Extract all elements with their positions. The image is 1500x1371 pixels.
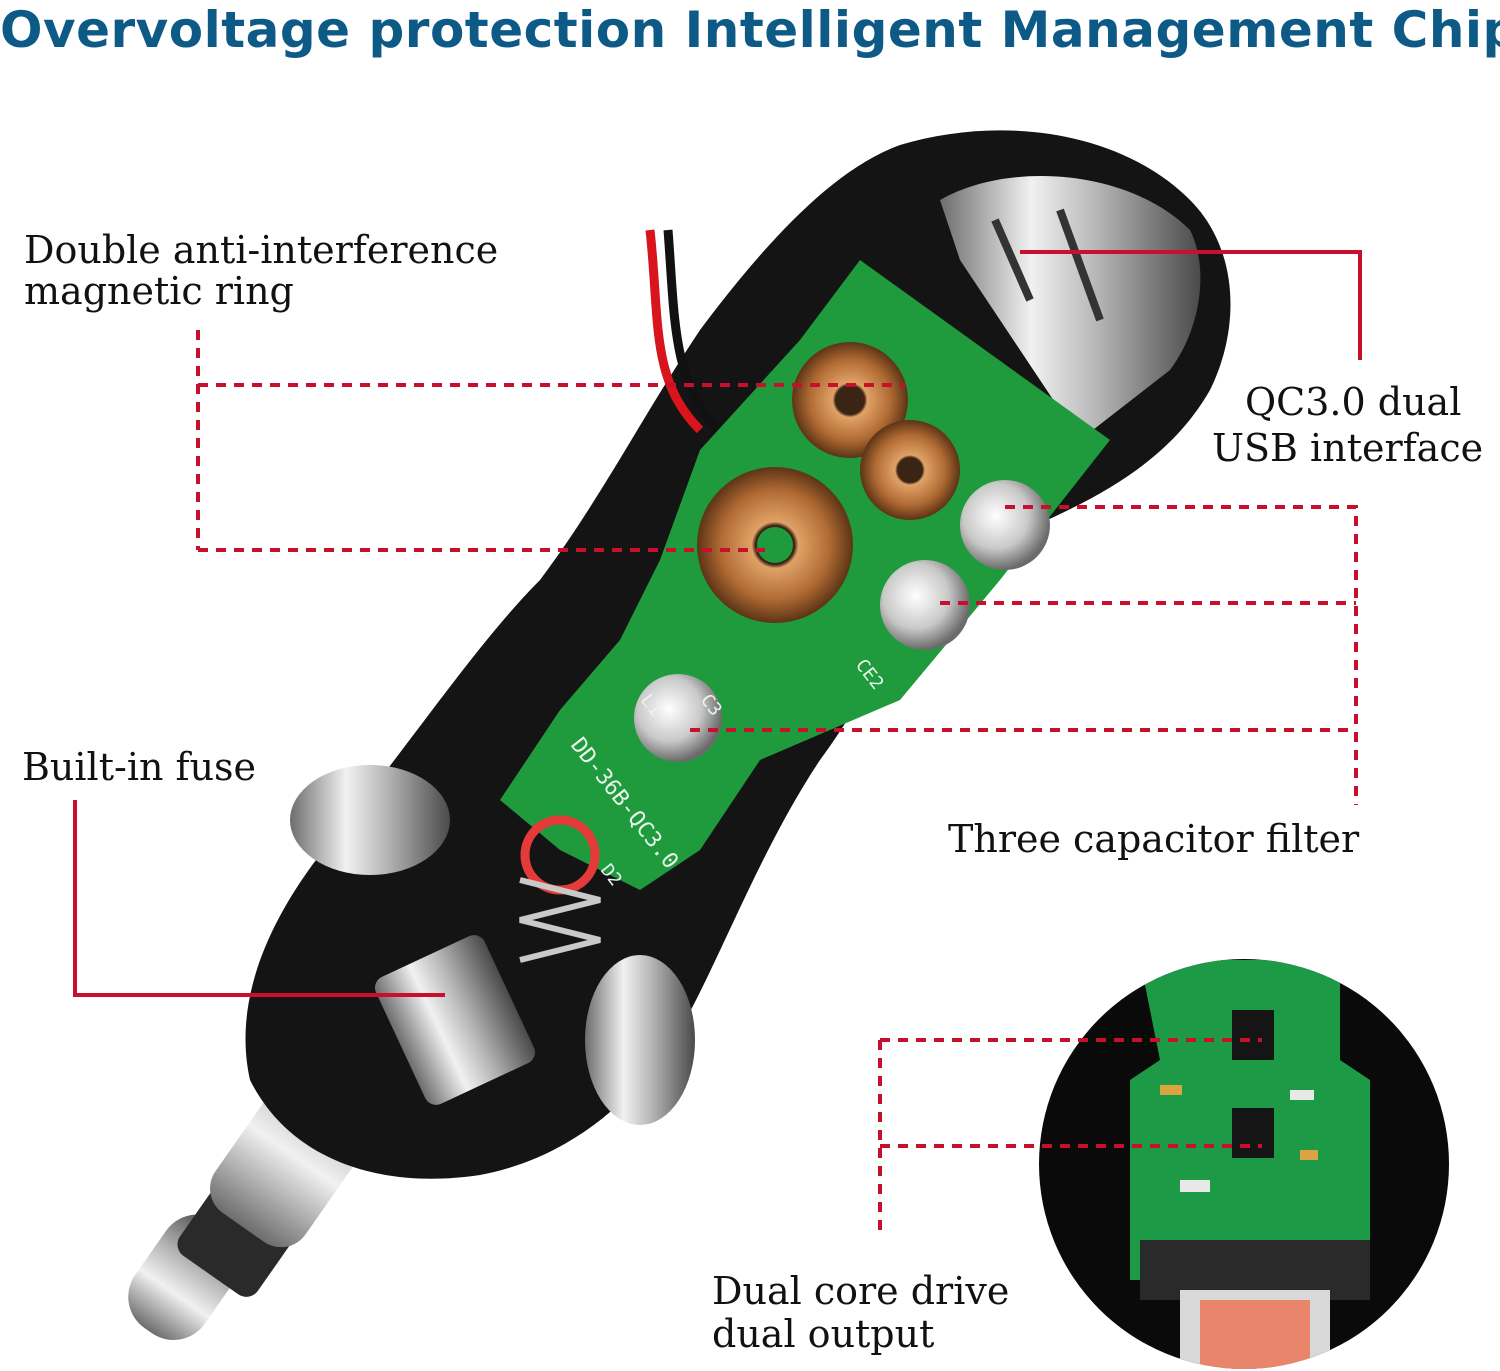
pcb-board: DD-36B-QC3.0 L1 CE2 D2 C3 bbox=[374, 260, 1110, 1105]
closeup-circle bbox=[1039, 959, 1449, 1369]
glass-fuse bbox=[374, 935, 536, 1105]
black-wire bbox=[663, 229, 722, 434]
usb-label-line1: QC3.0 dual bbox=[1245, 380, 1462, 424]
chip-1 bbox=[1232, 1010, 1274, 1060]
side-contact-left bbox=[290, 765, 450, 875]
usb-label-line2: USB interface bbox=[1212, 426, 1484, 470]
capacitor-label: Three capacitor filter bbox=[948, 817, 1360, 861]
dual-core-label-line1: Dual core drive bbox=[712, 1269, 1010, 1313]
callout-lines bbox=[73, 250, 1362, 1230]
magnetic-ring-label-line2: magnetic ring bbox=[24, 269, 294, 313]
fuse-label: Built-in fuse bbox=[22, 745, 257, 789]
inductor-top-right bbox=[860, 420, 960, 520]
capacitor-1 bbox=[960, 480, 1050, 570]
page-title: Overvoltage protection Intelligent Manag… bbox=[0, 1, 1500, 59]
dual-core-label-line2: dual output bbox=[712, 1312, 935, 1356]
capacitor-3 bbox=[634, 674, 722, 762]
magnetic-ring-label-line1: Double anti-interference bbox=[24, 228, 499, 272]
side-contact-right bbox=[585, 955, 695, 1125]
chip-2 bbox=[1232, 1108, 1274, 1158]
inductor-top-left bbox=[792, 342, 908, 458]
red-wire bbox=[645, 229, 704, 434]
capacitor-2 bbox=[880, 560, 970, 650]
